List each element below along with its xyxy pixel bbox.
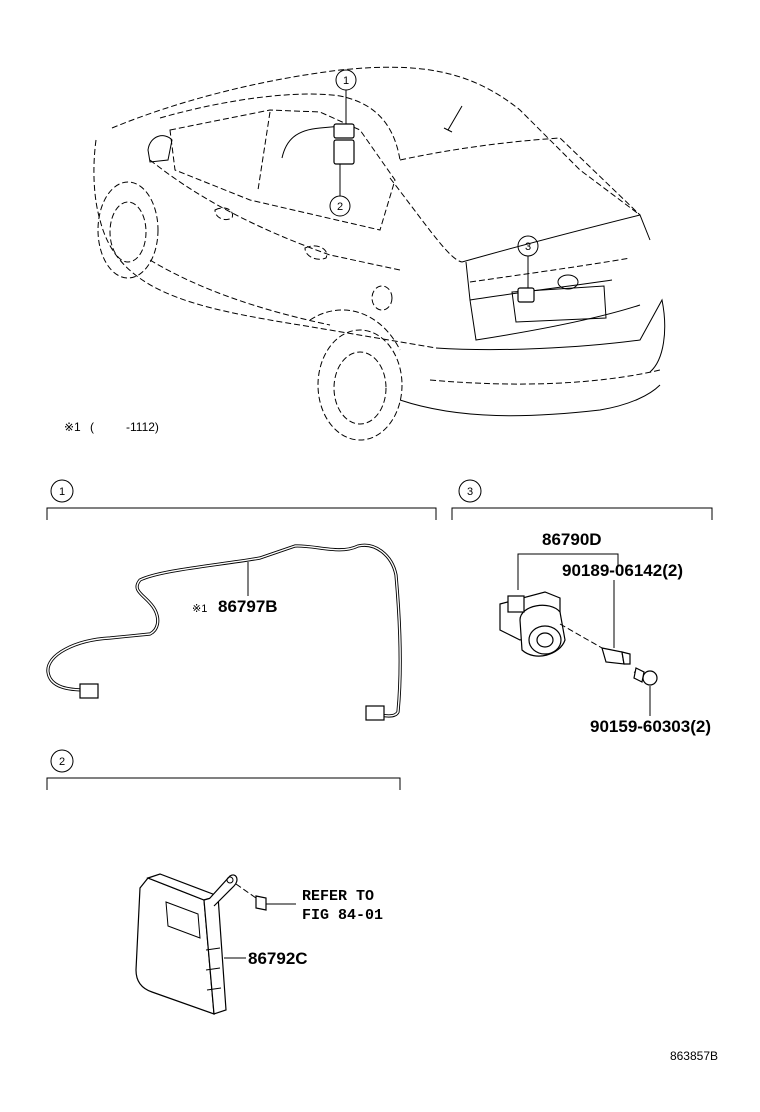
part-number-90159-60303: 90159-60303(2) [590, 717, 711, 736]
harness-86797b [46, 543, 402, 721]
section-1-bracket [46, 507, 437, 520]
section-2-bracket [46, 777, 401, 790]
section-1: 1 ※1 86797B [46, 479, 437, 721]
car-illustration [93, 66, 666, 441]
svg-text:-1112): -1112) [126, 420, 159, 434]
car-callout-1: 1 [335, 69, 357, 91]
section-1-number: 1 [59, 486, 65, 498]
part-number-86792c: 86792C [248, 949, 308, 968]
part-number-86797b: 86797B [218, 597, 278, 616]
refer-line-1: REFER TO [302, 888, 374, 905]
car-note: ※1 ( -1112) [64, 420, 159, 434]
svg-text:3: 3 [525, 241, 531, 253]
nut-refer [255, 895, 267, 911]
svg-text:(: ( [90, 420, 94, 434]
svg-text:2: 2 [337, 201, 343, 213]
section-2-callout [50, 749, 74, 773]
svg-text:※1: ※1 [64, 420, 81, 434]
bolt-90159 [633, 667, 658, 686]
car-callout-2: 2 [329, 195, 351, 217]
car-callout-3: 3 [517, 235, 539, 257]
figure-id: 863857B [670, 1049, 718, 1063]
part-number-90189-06142: 90189-06142(2) [562, 561, 683, 580]
harness-note-symbol: ※1 [192, 603, 207, 615]
section-3-number: 3 [467, 486, 473, 498]
svg-text:1: 1 [343, 75, 349, 87]
section-3-callout [458, 479, 482, 503]
section-1-callout [50, 479, 74, 503]
refer-line-2: FIG 84-01 [302, 907, 383, 924]
section-3-bracket [451, 507, 713, 520]
section-2-number: 2 [59, 756, 65, 768]
section-2: 2 REFER TO FIG 84-01 86792C [46, 749, 401, 1015]
part-number-86790d: 86790D [542, 530, 602, 549]
section-3: 3 86790D 90189-06142(2) 90159-60303(2) [451, 479, 713, 736]
module-86792c [135, 873, 238, 1015]
camera-86790d [499, 591, 566, 657]
screw-90189 [601, 647, 631, 665]
